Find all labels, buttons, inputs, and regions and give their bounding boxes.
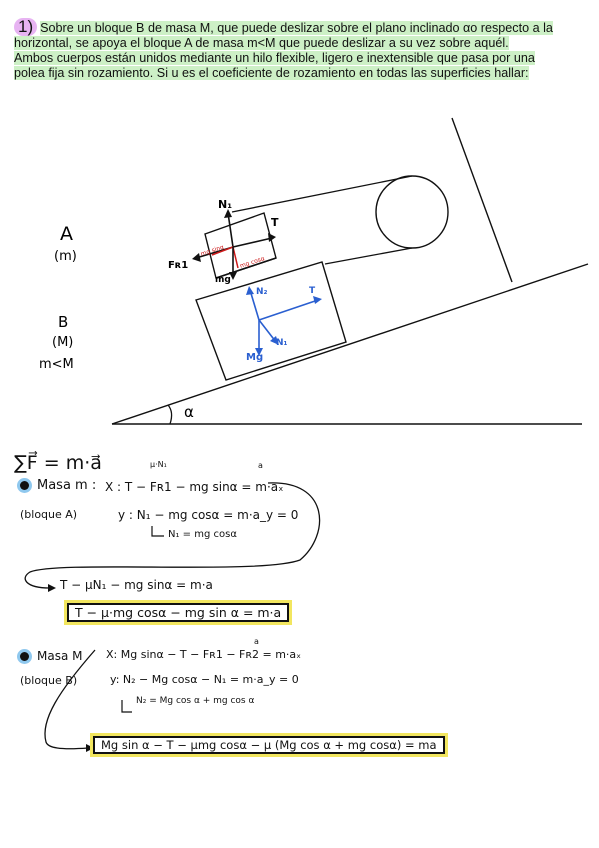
masa-m-result-box: T − μ·mg cosα − mg sin α = m·a: [64, 600, 293, 625]
masa-M-x-eq: X: Mg sinα − T − Fʀ1 − Fʀ2 = m·aₓ: [106, 648, 302, 661]
bullet-icon: [20, 652, 29, 661]
statement-line-4: polea fija sin rozamiento. Si u es el co…: [14, 66, 529, 80]
accel-note-m: a: [258, 461, 263, 470]
label-a: A: [60, 223, 73, 245]
block-b-forces: N₂ T N₁ Mg: [246, 286, 322, 363]
statement-line-3: Ambos cuerpos están unidos mediante un h…: [14, 51, 535, 65]
masa-M-result-box: Mg sin α − T − μmg cosα − μ (Mg cos α + …: [90, 733, 448, 757]
svg-text:Fʀ1: Fʀ1: [168, 260, 188, 271]
svg-text:Mg: Mg: [246, 352, 263, 363]
statement-line-2: horizontal, se apoya el bloque A de masa…: [14, 36, 509, 50]
label-M: (M): [52, 335, 73, 350]
svg-text:T: T: [309, 286, 316, 296]
label-m-lt-M: m<M: [39, 357, 74, 372]
label-b: B: [58, 313, 68, 331]
mu-n1-note: μ·N₁: [150, 460, 167, 469]
string-bottom: [324, 247, 413, 265]
accel-note-M: a: [254, 637, 259, 646]
string-top: [231, 175, 413, 213]
svg-text:mg sinα: mg sinα: [200, 244, 225, 258]
masa-m-heading: Masa m :: [20, 478, 96, 493]
masa-m-substitution: T − μN₁ − mg sinα = m·a: [60, 578, 213, 592]
masa-M-n2: N₂ = Mg cos α + mg cos α: [136, 696, 255, 706]
svg-text:N₁: N₁: [276, 338, 288, 348]
svg-text:N₁: N₁: [218, 198, 232, 211]
wall-line: [451, 117, 513, 283]
svg-text:mg cosα: mg cosα: [239, 255, 266, 270]
angle-arc: [167, 404, 173, 425]
masa-m-n1: N₁ = mg cosα: [168, 529, 237, 540]
block-b: [195, 261, 347, 381]
pulley-wheel: [375, 175, 449, 249]
newton-law: ∑F⃗ = m·a⃗: [14, 452, 102, 474]
masa-m-subtitle: (bloque A): [20, 508, 78, 521]
label-m: (m): [54, 249, 77, 264]
arrow-curve-2: [44, 649, 96, 750]
masa-M-heading: Masa M: [20, 649, 82, 663]
masa-m-y-eq: y : N₁ − mg cosα = m·a_y = 0: [118, 508, 299, 522]
incline-line: [111, 263, 589, 425]
svg-text:mg: mg: [215, 275, 231, 285]
statement-line-1: 1)Sobre un bloque B de masa M, que puede…: [14, 18, 589, 36]
bullet-icon: [20, 481, 29, 490]
problem-number: 1): [14, 18, 38, 36]
masa-M-y-eq: y: N₂ − Mg cosα − N₁ = m·a_y = 0: [110, 673, 299, 686]
svg-text:N₂: N₂: [256, 287, 268, 297]
arrow-curve-1: [24, 482, 321, 589]
problem-statement: 1)Sobre un bloque B de masa M, que puede…: [14, 18, 589, 81]
block-a-forces: N₁ T Fʀ1 mg sinα mg cosα mg: [168, 198, 279, 285]
masa-M-subtitle: (bloque B): [20, 674, 78, 687]
masa-m-x-eq: X : T − Fʀ1 − mg sinα = m·aₓ: [105, 480, 284, 494]
svg-text:T: T: [271, 216, 279, 229]
alpha-label: α: [184, 403, 194, 421]
